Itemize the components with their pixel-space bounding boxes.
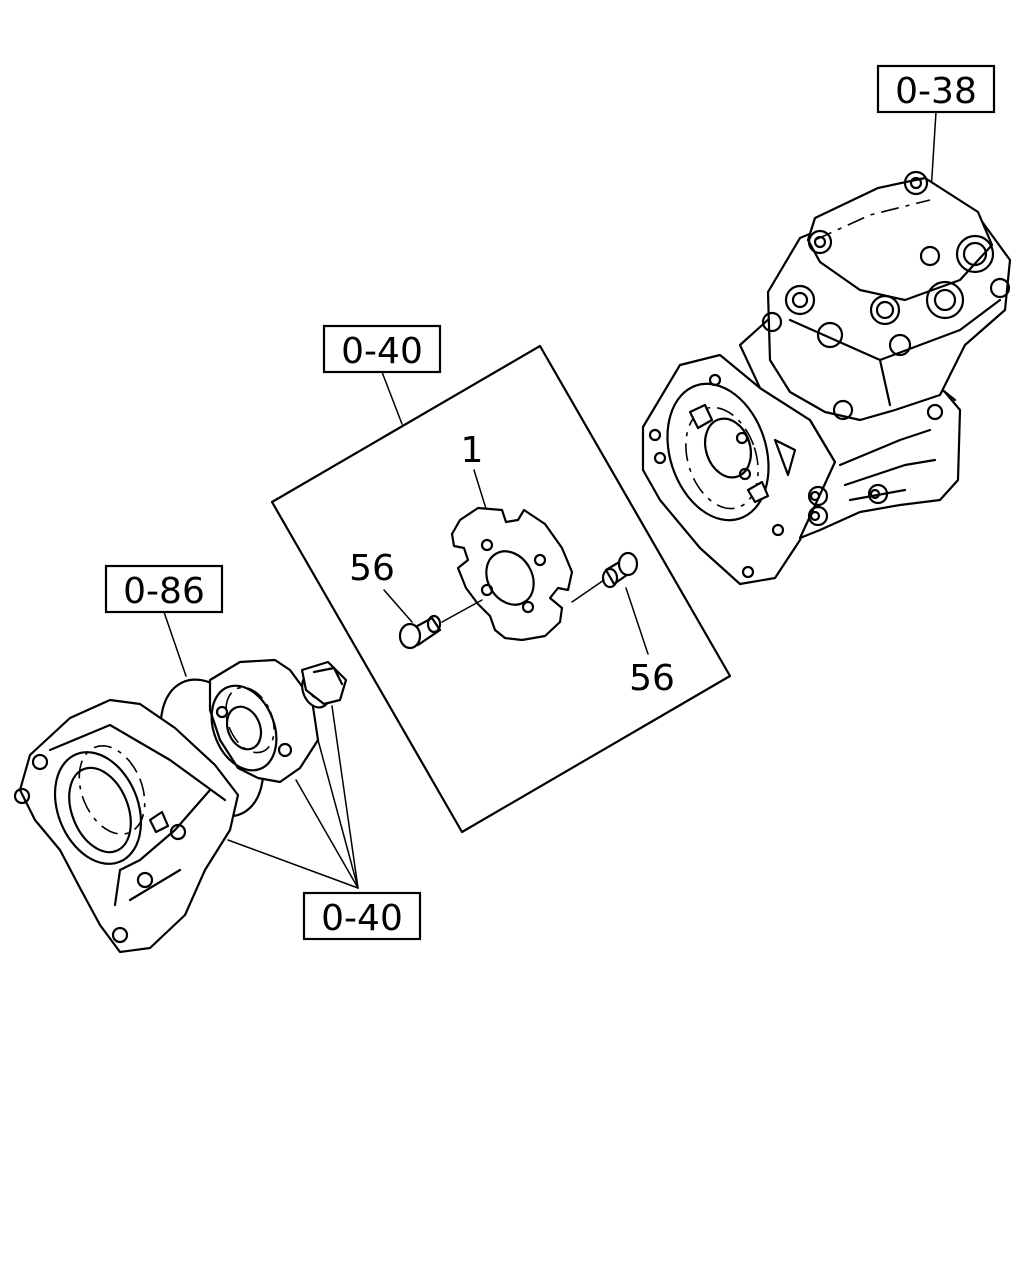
leader-flange-bolt-1	[227, 839, 359, 889]
svg-text:0-40: 0-40	[341, 331, 423, 372]
leader-coupling-disc	[473, 469, 488, 513]
air-compressor-drawing	[641, 170, 1012, 586]
pin-right[interactable]	[601, 551, 639, 589]
leader-pin-right	[625, 587, 649, 655]
svg-text:0-40: 0-40	[321, 898, 403, 939]
leader-flange-bolt-3	[317, 739, 359, 889]
axis-line-right	[571, 579, 605, 603]
part-number-pin-left[interactable]: 56	[349, 548, 395, 589]
pin-left[interactable]	[398, 614, 442, 650]
leader-flange-bolt-4	[331, 705, 359, 889]
coupling-group-frame	[270, 344, 732, 834]
svg-text:0-38: 0-38	[895, 71, 977, 112]
ref-label-compressor[interactable]: 0-38	[876, 64, 996, 114]
leader-flange-bolt-2	[295, 779, 359, 889]
leader-compressor	[930, 111, 937, 193]
part-number-pin-right[interactable]: 56	[629, 658, 675, 699]
drive-housing-drawing	[13, 658, 348, 954]
ref-label-coupling-group[interactable]: 0-40	[322, 324, 442, 374]
leader-housing	[163, 611, 187, 677]
ref-label-flange-bolt[interactable]: 0-40	[302, 891, 422, 941]
part-number-coupling-disc[interactable]: 1	[461, 430, 484, 471]
axis-line-left	[441, 599, 483, 623]
leader-coupling-group	[381, 371, 403, 425]
leader-pin-left	[383, 589, 413, 623]
ref-label-housing[interactable]: 0-86	[104, 564, 224, 614]
svg-text:0-86: 0-86	[123, 571, 205, 612]
coupling-disc[interactable]	[450, 506, 574, 642]
